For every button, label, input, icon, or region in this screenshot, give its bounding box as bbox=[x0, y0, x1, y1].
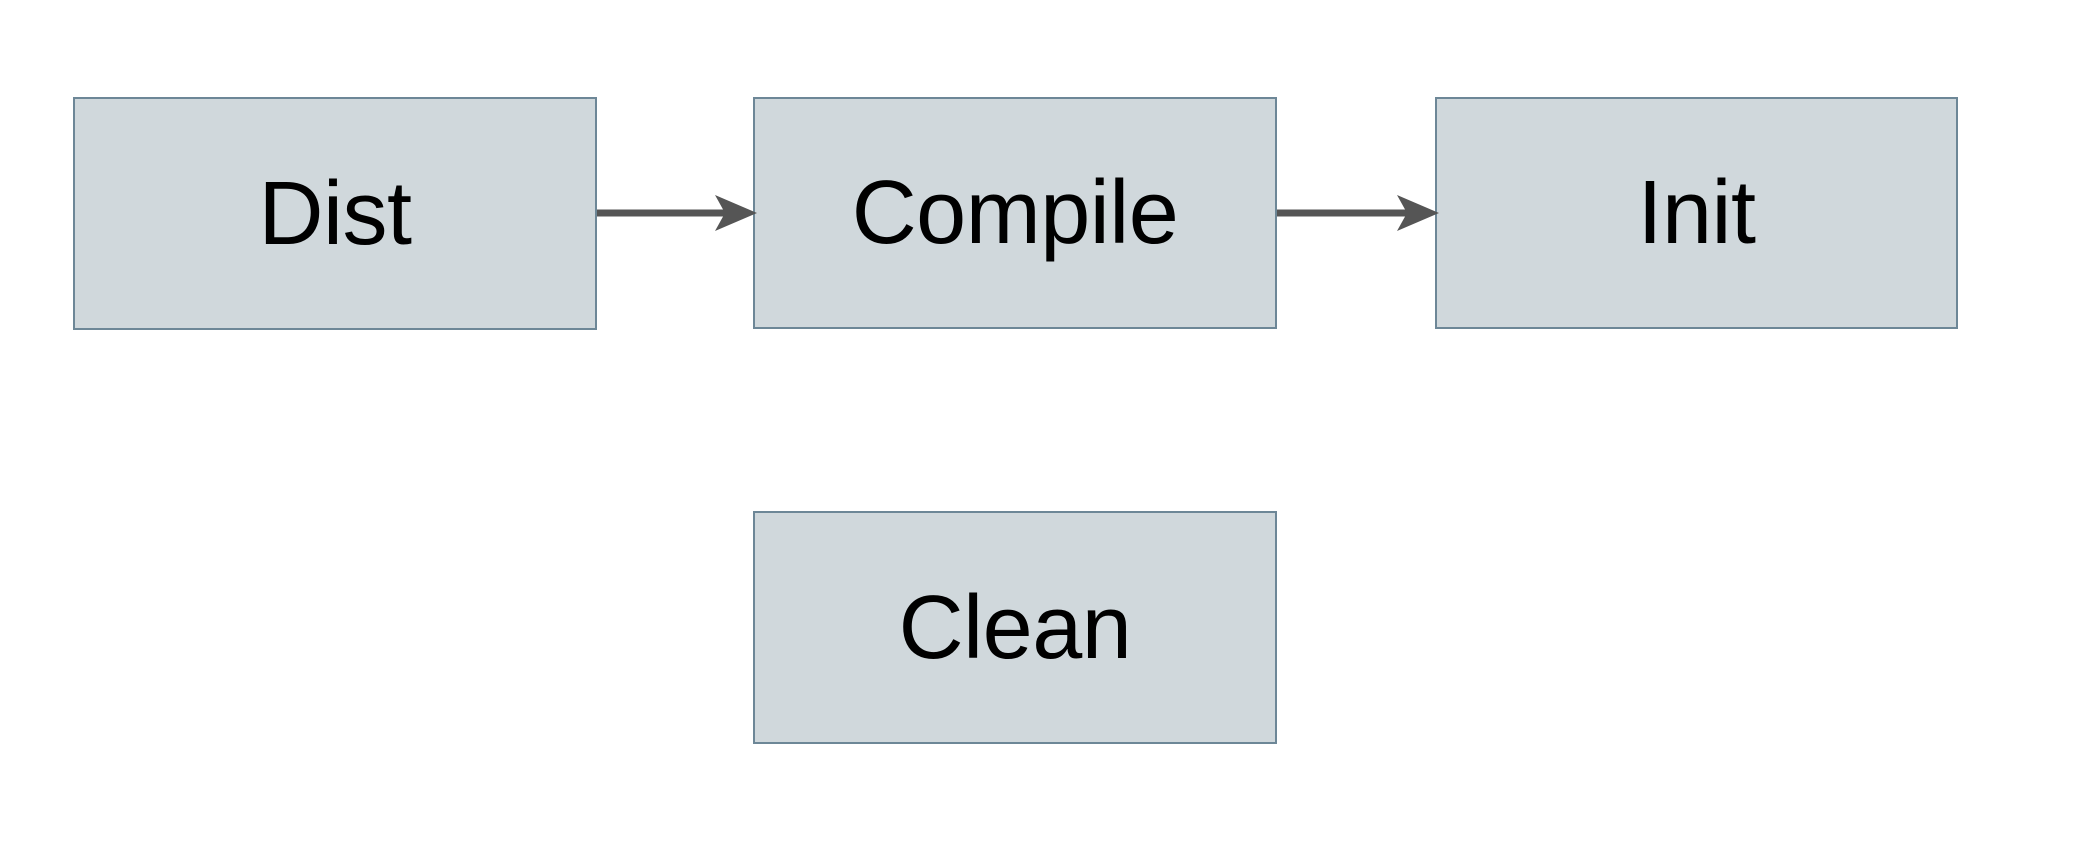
node-compile-label: Compile bbox=[851, 163, 1179, 263]
node-clean[interactable]: Clean bbox=[753, 511, 1277, 744]
node-dist-label: Dist bbox=[258, 163, 413, 264]
edge-dist-to-compile[interactable] bbox=[591, 183, 759, 243]
node-init-label: Init bbox=[1637, 163, 1756, 263]
node-init[interactable]: Init bbox=[1435, 97, 1958, 329]
node-clean-label: Clean bbox=[898, 577, 1132, 678]
node-compile[interactable]: Compile bbox=[753, 97, 1277, 329]
node-dist[interactable]: Dist bbox=[73, 97, 597, 330]
arrowhead-icon bbox=[715, 195, 757, 231]
edge-compile-to-init[interactable] bbox=[1271, 183, 1441, 243]
arrowhead-icon bbox=[1397, 195, 1439, 231]
